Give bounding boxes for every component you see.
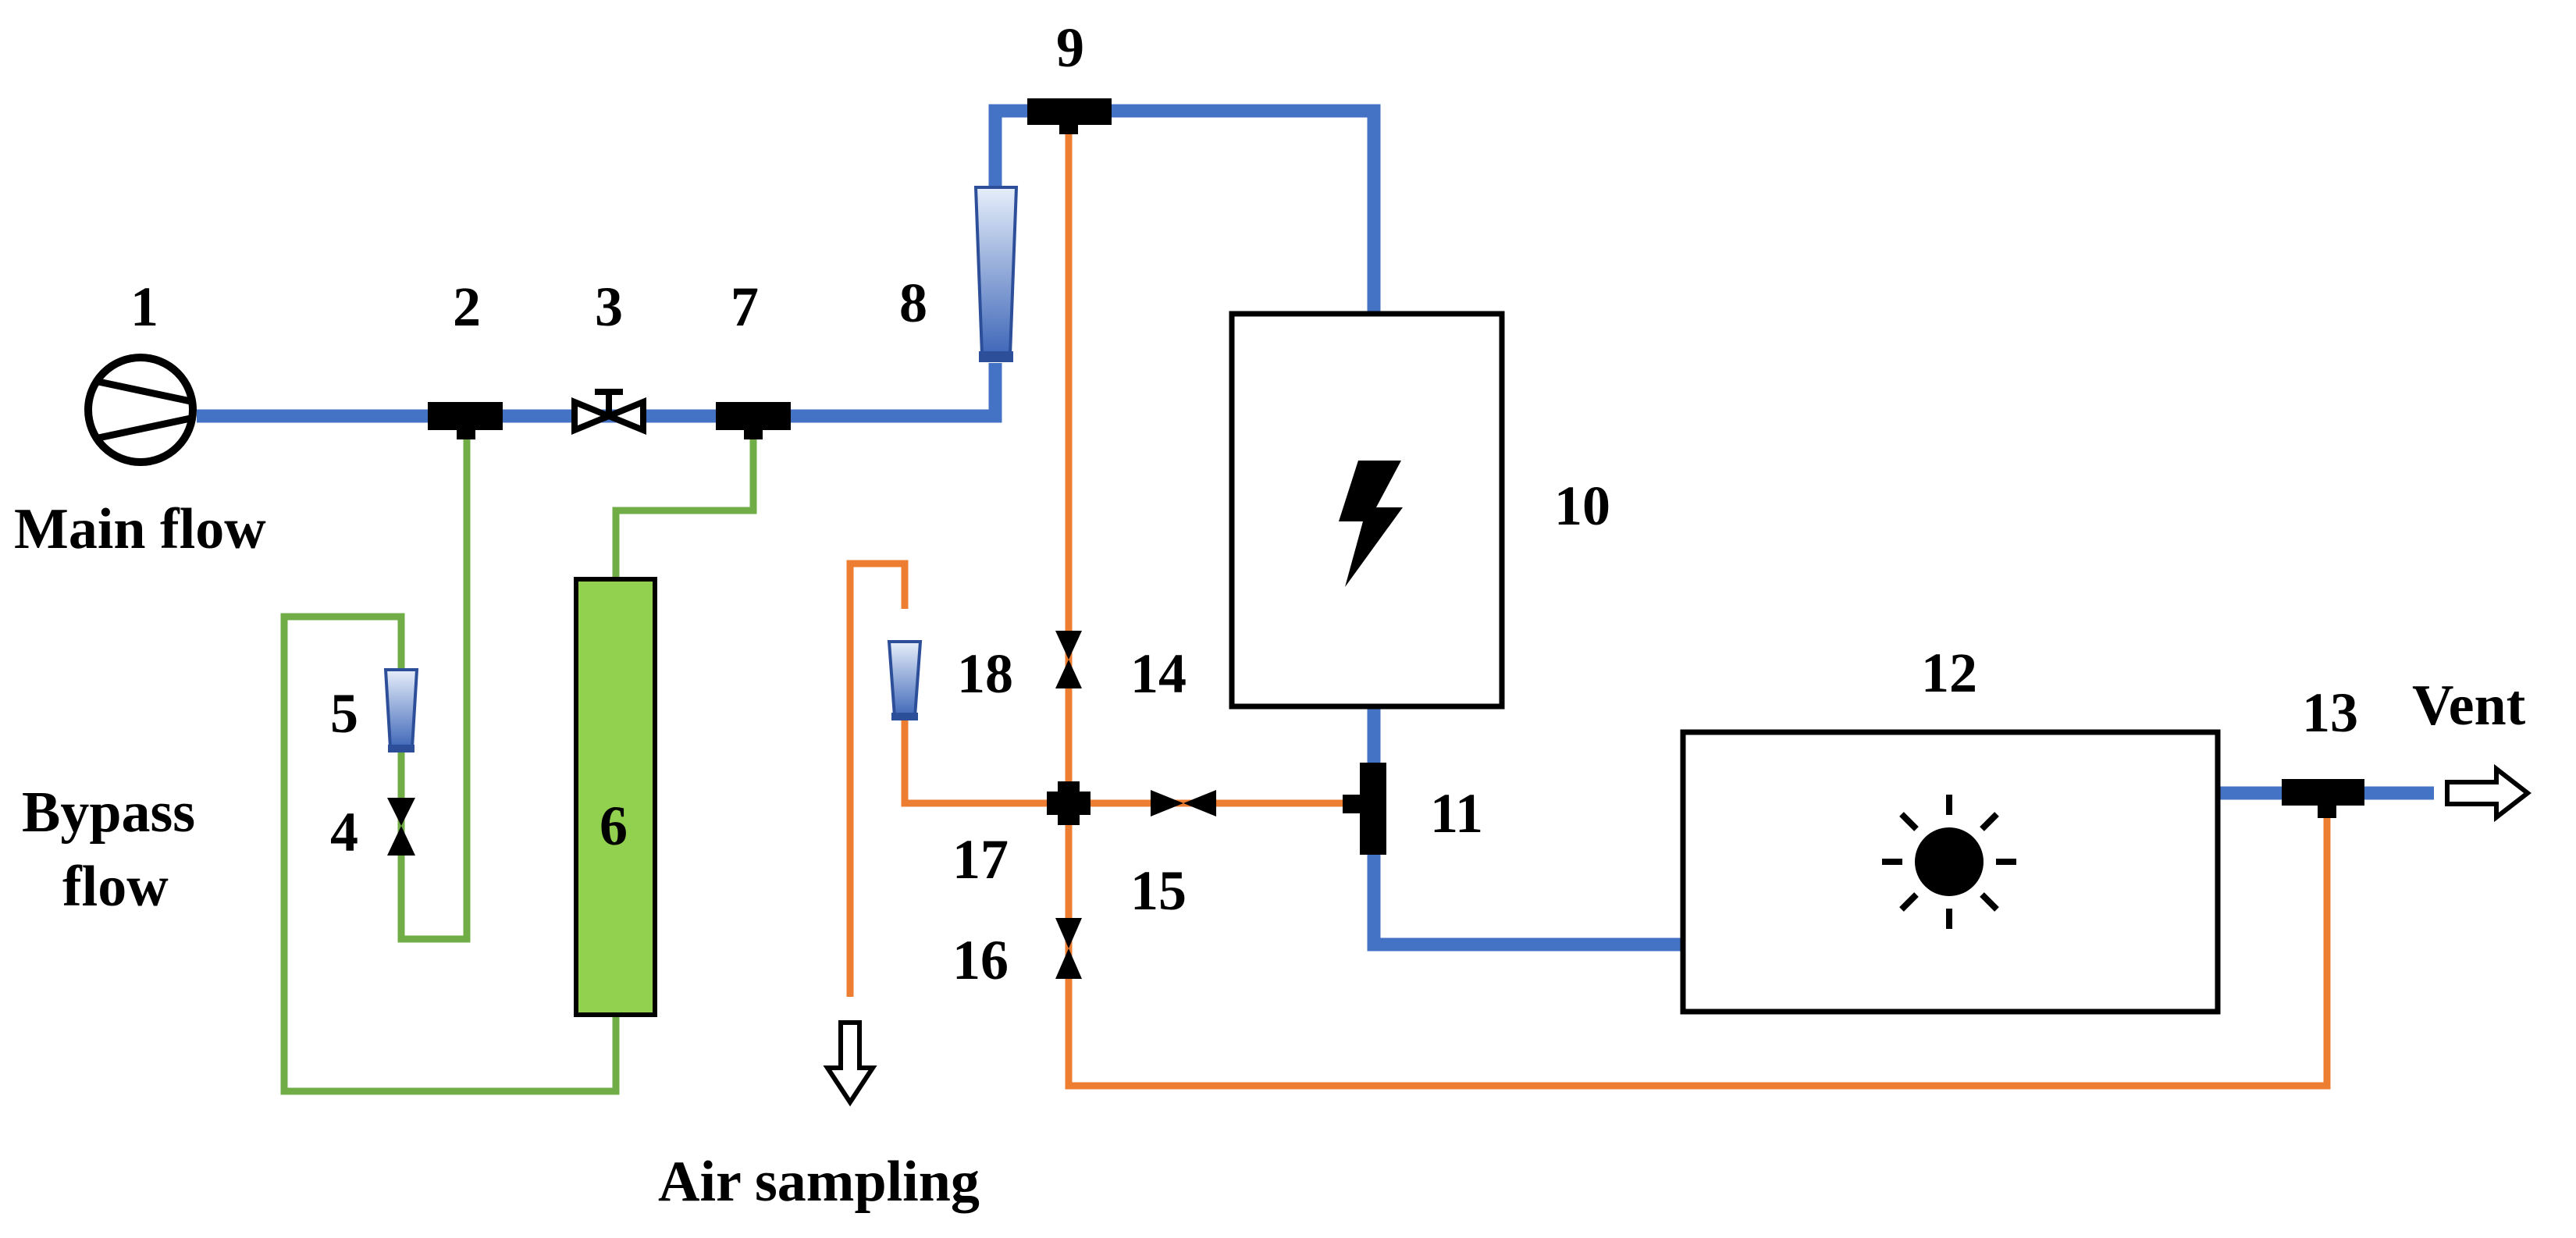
sampling-pipe-air-outlet — [846, 560, 909, 997]
flowmeter-5 — [383, 668, 419, 752]
label-1: 1 — [130, 276, 158, 338]
bypass-pipe-inner-loop — [280, 425, 620, 1095]
vent-arrow-icon — [2445, 763, 2532, 823]
label-7: 7 — [731, 276, 759, 338]
tee-fitting-9 — [1027, 98, 1112, 134]
label-16: 16 — [952, 929, 1009, 991]
flowmeter-8 — [973, 186, 1019, 362]
label-air-sampling: Air sampling — [658, 1150, 980, 1214]
label-11: 11 — [1430, 782, 1483, 845]
valve-4 — [387, 798, 415, 856]
pump-icon — [84, 354, 197, 466]
valve-16 — [1055, 918, 1082, 979]
label-bypass-flow-1: Bypass — [22, 781, 195, 845]
label-18: 18 — [957, 642, 1013, 705]
label-main-flow: Main flow — [14, 497, 266, 561]
label-15: 15 — [1130, 859, 1187, 922]
label-4: 4 — [330, 801, 358, 863]
label-3: 3 — [595, 276, 623, 338]
label-13: 13 — [2302, 681, 2358, 744]
label-14: 14 — [1130, 642, 1187, 705]
valve-15 — [1151, 790, 1216, 816]
bypass-pipes — [280, 425, 757, 1095]
label-8: 8 — [899, 272, 927, 334]
label-10: 10 — [1554, 475, 1610, 537]
label-bypass-flow-2: flow — [62, 855, 169, 919]
needle-valve-3 — [571, 389, 646, 435]
air-sampling-arrow-icon — [823, 1020, 877, 1107]
bypass-pipe-filter-inlet — [612, 425, 757, 579]
label-6: 6 — [600, 795, 628, 857]
filter-column-6 — [574, 577, 657, 1017]
label-12: 12 — [1921, 642, 1977, 704]
label-9: 9 — [1056, 16, 1084, 79]
sampling-pipes — [846, 117, 2331, 1090]
valve-14 — [1055, 631, 1082, 688]
flowmeter-18 — [887, 640, 923, 720]
lightning-icon — [1339, 461, 1403, 587]
label-vent: Vent — [2412, 674, 2526, 738]
label-5: 5 — [330, 682, 358, 745]
cross-fitting-17 — [1047, 781, 1091, 825]
main-pipe-to-reactor — [988, 104, 1381, 314]
flow-labels: Main flow Bypass flow Air sampling Vent — [14, 497, 2526, 1214]
sun-icon — [1882, 795, 2016, 929]
label-17: 17 — [952, 828, 1009, 891]
tee-fitting-13 — [2282, 779, 2364, 818]
tee-fitting-2 — [428, 402, 503, 439]
component-numbers: 1 2 3 4 5 6 7 8 9 10 11 12 13 14 15 16 1… — [130, 16, 2358, 991]
tee-fitting-11 — [1343, 763, 1386, 855]
main-pipe-reactor-to-uv — [1367, 706, 1683, 952]
electric-chamber-10 — [1229, 311, 1505, 710]
tee-fitting-7 — [716, 402, 791, 439]
sampling-pipe-outlet — [901, 703, 1069, 807]
label-2: 2 — [453, 276, 481, 338]
light-chamber-12 — [1680, 729, 2221, 1015]
sampling-pipe-vertical — [1065, 117, 2331, 1090]
